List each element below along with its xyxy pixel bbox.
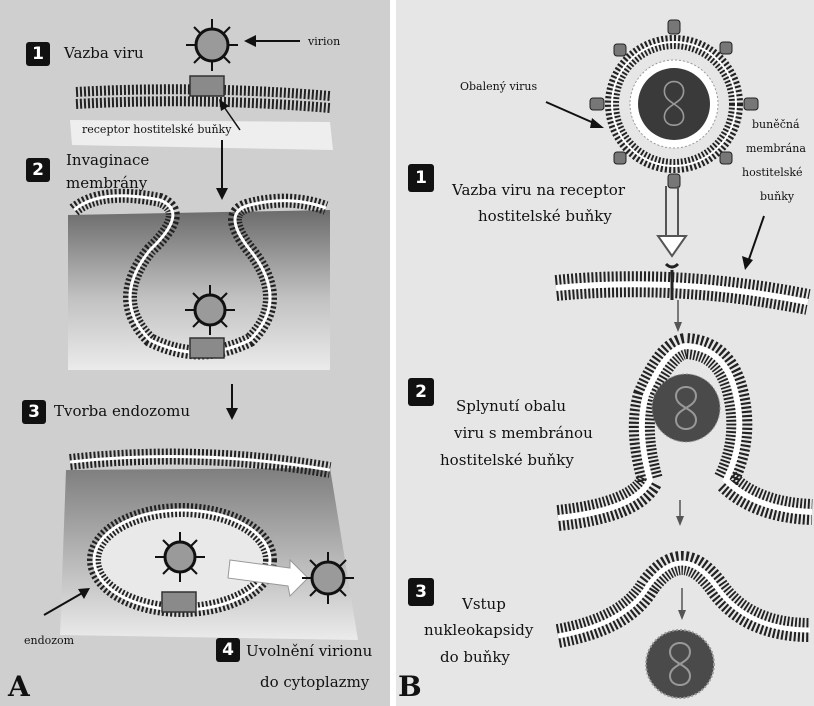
cell-membrane-label-line1: buněčná xyxy=(752,118,800,131)
entry-arrow-icon xyxy=(658,186,686,256)
step-2-label-line1: Invaginace xyxy=(66,150,149,171)
step-4-label-line2: do cytoplazmy xyxy=(260,672,369,693)
step-4-label-line1: Uvolnění virionu xyxy=(246,641,372,662)
step-1-label-line1: Vazba viru na receptor xyxy=(452,180,625,201)
panel-a-illustration xyxy=(0,0,390,706)
step-4-badge: 4 xyxy=(216,638,240,662)
virion-icon xyxy=(186,19,238,71)
step-3-badge: 3 xyxy=(408,578,434,606)
step-2-badge: 2 xyxy=(408,378,434,406)
enveloped-virus-label: Obalený virus xyxy=(460,80,537,93)
step-2-badge: 2 xyxy=(26,158,50,182)
step1-membrane xyxy=(70,76,333,150)
step-1-badge: 1 xyxy=(408,164,434,192)
step-2-label-line2: membrány xyxy=(66,173,147,194)
step2-invagination xyxy=(68,196,330,370)
step-1-label-line2: hostitelské buňky xyxy=(478,206,612,227)
step3-endosome xyxy=(60,457,358,640)
receptor-label: receptor hostitelské buňky xyxy=(82,123,231,136)
step-3-label-line2: nukleokapsidy xyxy=(424,620,533,641)
step-1-label: Vazba viru xyxy=(64,43,144,64)
step-3-badge: 3 xyxy=(22,400,46,424)
step-2-label-line2: viru s membránou xyxy=(454,423,593,444)
step-1-badge: 1 xyxy=(26,42,50,66)
cell-membrane-label-line2: membrána xyxy=(746,142,806,155)
step1-membrane xyxy=(556,264,808,302)
panel-b: Obalený virus buněčná membrána hostitels… xyxy=(396,0,814,706)
panel-a: 1 Vazba viru virion receptor hostitelské… xyxy=(0,0,390,706)
panel-a-letter: A xyxy=(8,670,30,703)
step2-fusion xyxy=(558,346,812,518)
panel-b-letter: B xyxy=(398,670,422,703)
step3-entry xyxy=(558,563,810,698)
step-3-label-line1: Vstup xyxy=(462,594,506,615)
panel-b-illustration xyxy=(396,0,814,706)
enveloped-virus-icon xyxy=(590,20,758,188)
cell-membrane-label-line3: hostitelské xyxy=(742,166,803,179)
step-3-label-line3: do buňky xyxy=(440,647,510,668)
endozom-label: endozom xyxy=(24,634,74,647)
virion-label: virion xyxy=(308,35,340,48)
step-2-label-line3: hostitelské buňky xyxy=(440,450,574,471)
cell-membrane-label-line4: buňky xyxy=(760,190,794,203)
step-3-label: Tvorba endozomu xyxy=(54,401,190,422)
step-2-label-line1: Splynutí obalu xyxy=(456,396,566,417)
